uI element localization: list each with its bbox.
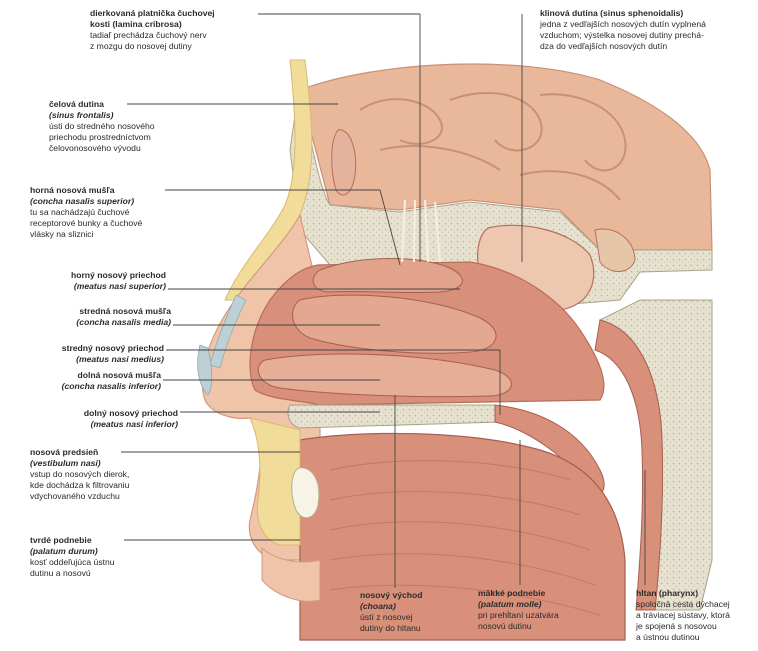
- label-concha-media: stredná nosová mušľa (concha nasalis med…: [28, 306, 171, 328]
- label-meatus-superior: horný nosový priechod (meatus nasi super…: [40, 270, 166, 292]
- label-desc: receptorové bunky a čuchové: [30, 218, 142, 229]
- label-latin: (palatum molle): [478, 599, 559, 610]
- label-title: nosový východ: [360, 590, 423, 601]
- label-vestibulum-nasi: nosová predsieň (vestibulum nasi) vstup …: [30, 447, 129, 502]
- label-meatus-inferior: dolný nosový priechod (meatus nasi infer…: [38, 408, 178, 430]
- label-latin: kosti (lamina cribrosa): [90, 19, 215, 30]
- label-title: klinová dutina (sinus sphenoidalis): [540, 8, 706, 19]
- label-title: hltan (pharynx): [636, 588, 730, 599]
- label-desc: vstup do nosových dierok,: [30, 469, 129, 480]
- label-meatus-medius: stredný nosový priechod (meatus nasi med…: [30, 343, 164, 365]
- label-desc: dza do vedľajších nosových dutín: [540, 41, 706, 52]
- label-sinus-sphenoidalis: klinová dutina (sinus sphenoidalis) jedn…: [540, 8, 706, 52]
- label-desc: čelovonosového vývodu: [49, 143, 155, 154]
- label-desc: jedna z vedľajších nosových dutín vyplne…: [540, 19, 706, 30]
- label-title: nosová predsieň: [30, 447, 129, 458]
- label-desc: vlásky na sliznici: [30, 229, 142, 240]
- label-latin: (concha nasalis superior): [30, 196, 142, 207]
- label-title: dolný nosový priechod: [38, 408, 178, 419]
- label-choana: nosový východ (choana) ústí z nosovej du…: [360, 590, 423, 634]
- label-lamina-cribrosa: dierkovaná platnička čuchovej kosti (lam…: [90, 8, 215, 52]
- label-latin: (choana): [360, 601, 423, 612]
- label-desc: spoločná cesta dýchacej: [636, 599, 730, 610]
- label-title: tvrdé podnebie: [30, 535, 115, 546]
- label-latin: (meatus nasi medius): [30, 354, 164, 365]
- label-desc: dutinu a nosovú: [30, 568, 115, 579]
- label-desc: tadiaľ prechádza čuchový nerv: [90, 30, 215, 41]
- label-desc: a tráviacej sústavy, ktorá: [636, 610, 730, 621]
- label-desc: kde dochádza k filtrovaniu: [30, 480, 129, 491]
- label-concha-superior: horná nosová mušľa (concha nasalis super…: [30, 185, 142, 240]
- label-palatum-molle: mäkké podnebie (palatum molle) pri prehĺ…: [478, 588, 559, 632]
- label-concha-inferior: dolná nosová mušľa (concha nasalis infer…: [12, 370, 161, 392]
- label-latin: (vestibulum nasi): [30, 458, 129, 469]
- label-desc: ústí z nosovej: [360, 612, 423, 623]
- label-latin: (meatus nasi superior): [40, 281, 166, 292]
- label-desc: pri prehĺtaní uzatvára: [478, 610, 559, 621]
- label-pharynx: hltan (pharynx) spoločná cesta dýchacej …: [636, 588, 730, 643]
- label-title: mäkké podnebie: [478, 588, 559, 599]
- label-sinus-frontalis: čelová dutina (sinus frontalis) ústi do …: [49, 99, 155, 154]
- label-desc: z mozgu do nosovej dutiny: [90, 41, 215, 52]
- label-latin: (meatus nasi inferior): [38, 419, 178, 430]
- label-title: dolná nosová mušľa: [12, 370, 161, 381]
- label-title: stredná nosová mušľa: [28, 306, 171, 317]
- label-desc: nosovú dutinu: [478, 621, 559, 632]
- label-title: horná nosová mušľa: [30, 185, 142, 196]
- label-desc: ústi do stredného nosového: [49, 121, 155, 132]
- label-desc: vzduchom; výstelka nosovej dutiny prechá…: [540, 30, 706, 41]
- label-desc: tu sa nachádzajú čuchové: [30, 207, 142, 218]
- label-desc: kosť oddeľujúca ústnu: [30, 557, 115, 568]
- label-title: stredný nosový priechod: [30, 343, 164, 354]
- label-desc: vdychovaného vzduchu: [30, 491, 129, 502]
- label-desc: priechodu prostredníctvom: [49, 132, 155, 143]
- hard-palate-bone: [288, 405, 500, 428]
- label-desc: a ústnou dutinou: [636, 632, 730, 643]
- label-latin: (concha nasalis media): [28, 317, 171, 328]
- label-title: dierkovaná platnička čuchovej: [90, 8, 215, 19]
- label-latin: (concha nasalis inferior): [12, 381, 161, 392]
- label-desc: dutiny do hltanu: [360, 623, 423, 634]
- label-latin: (palatum durum): [30, 546, 115, 557]
- label-title: horný nosový priechod: [40, 270, 166, 281]
- label-title: čelová dutina: [49, 99, 155, 110]
- label-palatum-durum: tvrdé podnebie (palatum durum) kosť odde…: [30, 535, 115, 579]
- label-latin: (sinus frontalis): [49, 110, 155, 121]
- label-desc: je spojená s nosovou: [636, 621, 730, 632]
